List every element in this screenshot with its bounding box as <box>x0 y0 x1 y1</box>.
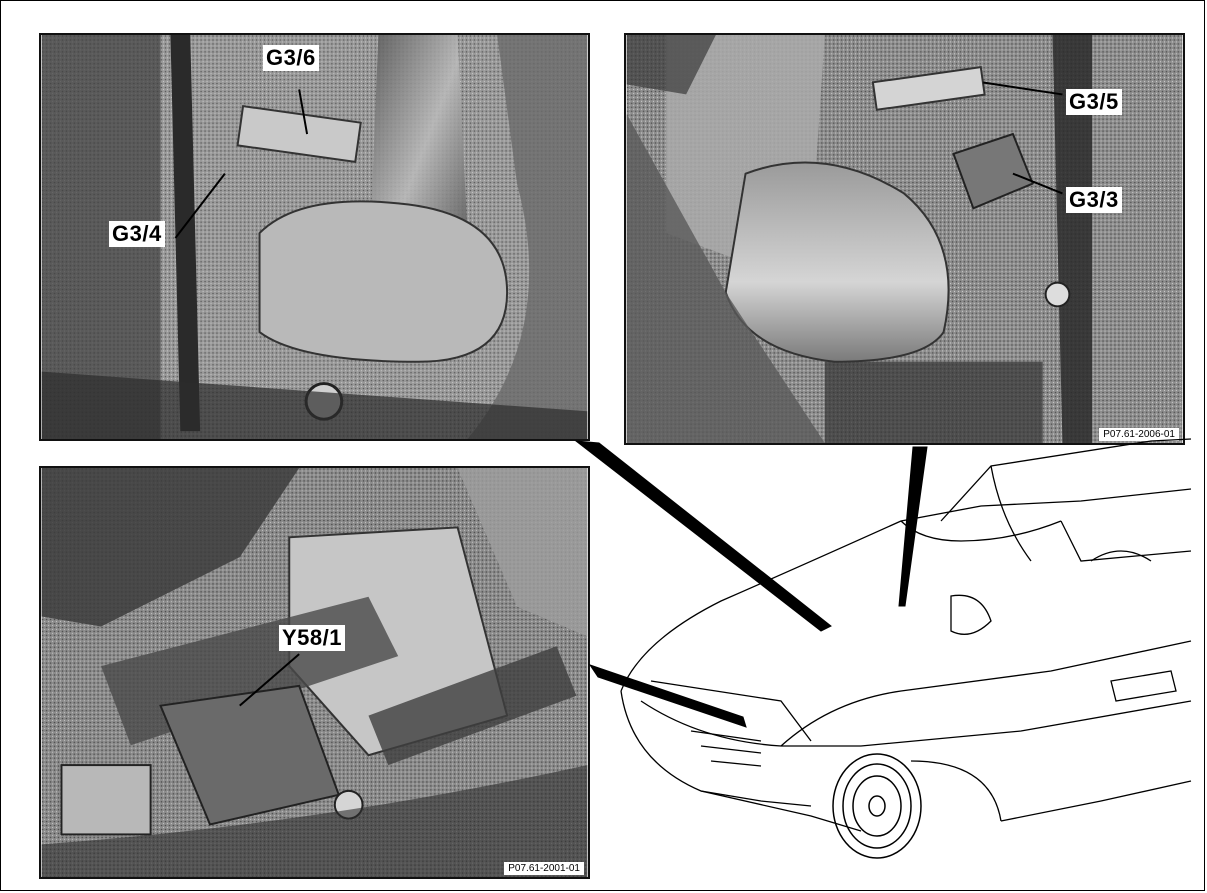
leader-lines <box>576 441 927 727</box>
label-g3-5: G3/5 <box>1066 89 1122 115</box>
engine-bay-photo-bottom-left <box>41 468 588 877</box>
figure-reference-bottom-left: P07.61-2001-01 <box>504 862 584 875</box>
front-wheel <box>833 754 921 858</box>
label-g3-6: G3/6 <box>263 45 319 71</box>
label-g3-4: G3/4 <box>109 221 165 247</box>
photo-bottom-left: Y58/1 P07.61-2001-01 <box>39 466 590 879</box>
car-outline <box>621 439 1191 831</box>
photo-top-right: G3/5 G3/3 P07.61-2006-01 <box>624 33 1185 445</box>
photo-top-left: G3/6 G3/4 <box>39 33 590 441</box>
figure-reference-top-right: P07.61-2006-01 <box>1099 428 1179 441</box>
label-g3-3: G3/3 <box>1066 187 1122 213</box>
label-y58-1: Y58/1 <box>279 625 345 651</box>
